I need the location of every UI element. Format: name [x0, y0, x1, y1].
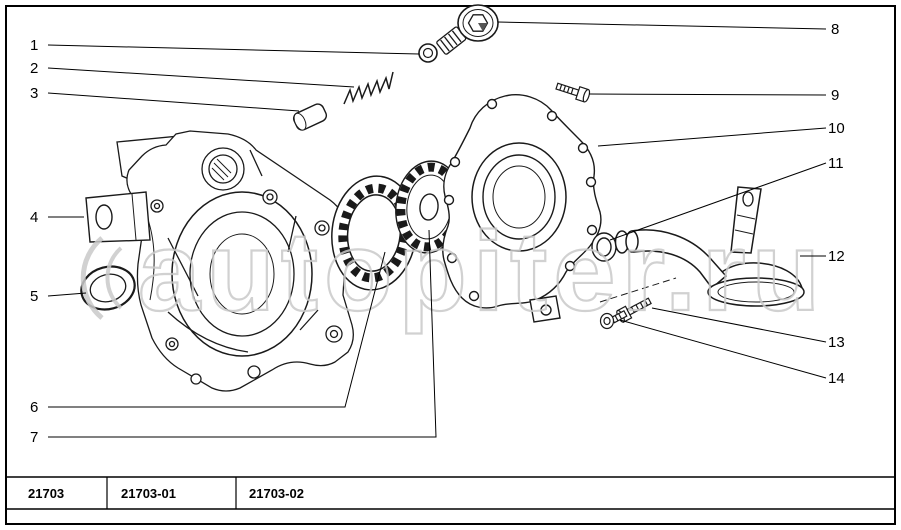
callout-7: 7: [30, 429, 38, 446]
bolt-9-drawing: [555, 82, 591, 103]
callout-14: 14: [828, 370, 845, 387]
relief-valve-spring-drawing: [343, 71, 394, 105]
callout-12: 12: [828, 248, 845, 265]
variant-label-21703: 21703: [28, 486, 64, 501]
callout-5: 5: [30, 288, 38, 305]
oil-pickup-drawing: [614, 186, 805, 307]
watermark-text: autopiter.ru: [138, 209, 826, 334]
footer-table: 21703 21703-01 21703-02: [7, 476, 894, 510]
relief-valve-plunger-drawing: [292, 103, 328, 131]
callout-8: 8: [831, 21, 839, 38]
variant-label-21703-01: 21703-01: [121, 486, 176, 501]
callout-4: 4: [30, 209, 38, 226]
callout-3: 3: [30, 85, 38, 102]
callout-9: 9: [831, 87, 839, 104]
variant-label-21703-02: 21703-02: [249, 486, 304, 501]
bolt-14-drawing: [599, 309, 628, 330]
callout-10: 10: [828, 120, 845, 137]
callout-1: 1: [30, 37, 38, 54]
callout-11: 11: [828, 155, 844, 172]
assembly-axis-dashed-line: [599, 277, 677, 303]
mounting-bracket-drawing: [85, 191, 151, 243]
callout-labels: 1 2 3 4 5 6 7 8 9 10 11 12 13 14: [30, 21, 845, 446]
watermark: autopiter.ru: [80, 208, 826, 335]
oring-drawing: [591, 232, 617, 262]
valve-plug-drawing: [436, 4, 499, 55]
callout-2: 2: [30, 60, 38, 77]
leader-lines: [47, 21, 827, 438]
pump-cover-drawing: [442, 94, 602, 323]
callout-6: 6: [30, 399, 38, 416]
callout-13: 13: [828, 334, 845, 351]
pump-housing-drawing: [116, 130, 354, 392]
washer-drawing: [418, 43, 438, 63]
